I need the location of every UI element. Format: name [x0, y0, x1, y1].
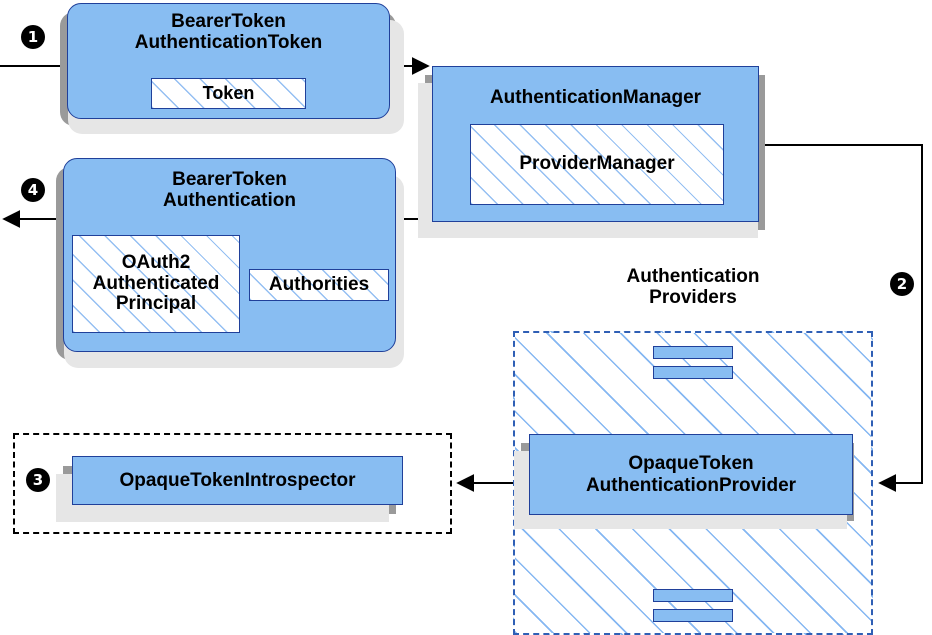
inner-authorities-label: Authorities	[268, 273, 370, 295]
step-marker-1: 1	[21, 25, 45, 49]
node-opaque-token-authentication-provider[interactable]: OpaqueToken AuthenticationProvider	[529, 434, 853, 515]
inner-authorities-box[interactable]: Authorities	[249, 269, 389, 301]
node-bearer-token-authentication-token-label: BearerToken AuthenticationToken	[134, 11, 323, 54]
node-bearer-token-authentication-label: BearerToken Authentication	[163, 169, 296, 212]
provider-placeholder-bar-top-2	[653, 366, 733, 379]
step-marker-4: 4	[21, 178, 45, 202]
introspector-group-container	[13, 433, 452, 534]
inner-token-label: Token	[202, 82, 255, 103]
provider-placeholder-bar-bottom-1	[653, 589, 733, 602]
step-marker-2: 2	[890, 272, 914, 296]
provider-placeholder-bar-bottom-2	[653, 609, 733, 622]
node-opaque-token-introspector-label: OpaqueTokenIntrospector	[119, 469, 356, 491]
inner-oauth2-authenticated-principal-box[interactable]: OAuth2 Authenticated Principal	[72, 235, 240, 333]
node-opaque-token-introspector[interactable]: OpaqueTokenIntrospector	[72, 456, 403, 505]
node-authentication-manager-label: AuthenticationManager	[489, 87, 702, 108]
step-marker-3: 3	[26, 468, 50, 492]
connector-manager-to-provider	[759, 144, 923, 492]
inner-provider-manager-box[interactable]: ProviderManager	[470, 124, 724, 205]
inner-provider-manager-label: ProviderManager	[519, 153, 675, 175]
inner-token-box[interactable]: Token	[151, 78, 306, 109]
node-opaque-token-authentication-provider-label: OpaqueToken AuthenticationProvider	[585, 453, 797, 496]
inner-oauth2-authenticated-principal-label: OAuth2 Authenticated Principal	[92, 251, 220, 315]
provider-placeholder-bar-top-1	[653, 346, 733, 359]
authentication-providers-label: Authentication Providers	[626, 266, 760, 309]
